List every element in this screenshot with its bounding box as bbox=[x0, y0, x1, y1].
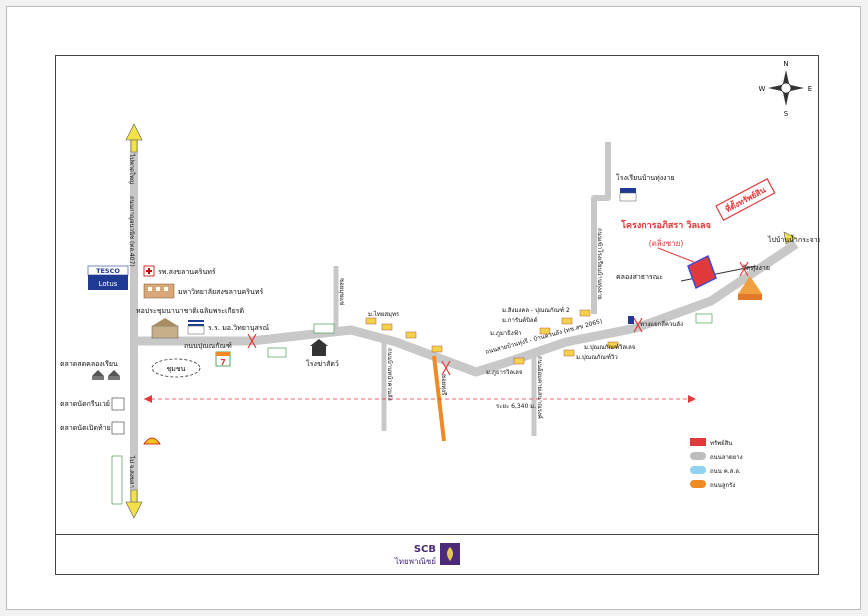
road-label-top: ไปหาดใหญ่ bbox=[128, 153, 136, 184]
convention-label: หอประชุมนานาชาติเฉลิมพระเกียรติ bbox=[136, 307, 244, 315]
school-flag-icon bbox=[187, 320, 205, 335]
main-vertical-road bbox=[130, 136, 138, 506]
university-building-icon bbox=[143, 283, 175, 299]
scb-logo-icon bbox=[440, 543, 460, 565]
map-frame: ที่ตั้งทรัพย์สิน โครงการอภิสรา วิลเลจ (ต… bbox=[55, 55, 822, 535]
university-label: มหาวิทยาลัยสงขลานครินทร์ bbox=[178, 288, 263, 296]
village-kunpras-label: ม.ภูธารวิลเลจ bbox=[486, 369, 522, 376]
market-3-label: ตลาดนัดเปิดท้าย bbox=[60, 424, 111, 432]
slaughterhouse-icon bbox=[310, 339, 328, 356]
temple-icon bbox=[738, 276, 762, 300]
legend: ทรัพย์สิน ถนนลาดยาง ถนน ค.ส.ล. ถนนลูกรัง bbox=[690, 438, 743, 489]
village-punnakan-villa-label: ม.ปุณณกัณฑ์วิลเลจ bbox=[584, 343, 635, 351]
arrow-south-road-icon bbox=[125, 501, 143, 519]
laterite-road bbox=[432, 355, 446, 442]
legend-label-concrete: ถนน ค.ส.ล. bbox=[710, 468, 741, 475]
legend-swatch-laterite bbox=[690, 480, 706, 488]
side-road-5 bbox=[591, 142, 611, 314]
road-label-bottom: ไป จ.สงขลา bbox=[128, 455, 136, 488]
svg-text:Lotus: Lotus bbox=[99, 280, 118, 288]
village-karnkulsit-label: ม.การันต์บิลด์ bbox=[502, 316, 538, 324]
junction-label: ทางแยกสี่ควนลัง bbox=[640, 320, 683, 328]
village-pirom-label: ม.ภูมาธิงฟ้า bbox=[490, 330, 521, 337]
arrow-east-road-icon bbox=[783, 231, 797, 245]
legend-label-asphalt: ถนนลาดยาง bbox=[710, 454, 743, 461]
project-name: โครงการอภิสรา วิลเลจ bbox=[620, 219, 711, 231]
market-1-label: ตลาดสดคลองเรียน bbox=[60, 360, 118, 368]
market-2-icon bbox=[111, 397, 125, 411]
road-cross-marks bbox=[247, 261, 749, 376]
location-map: ที่ตั้งทรัพย์สิน โครงการอภิสรา วิลเลจ (ต… bbox=[60, 60, 822, 519]
school-thung-ngai-icon bbox=[619, 188, 637, 202]
community-label: ชุมชน bbox=[167, 365, 186, 373]
legend-label-laterite: ถนนลูกรัง bbox=[710, 482, 735, 489]
road-label-side-3: ซอยทุ่งรี bbox=[440, 374, 448, 396]
legend-swatch-asphalt bbox=[690, 452, 706, 460]
compass-rose-icon: N S E W bbox=[759, 60, 813, 118]
school-psu-label: ร.ร. มอ.วิทยานุสรณ์ bbox=[208, 324, 270, 332]
village-house-icons bbox=[365, 309, 619, 365]
road-label-side-1: ซอยมุขแข่ bbox=[338, 278, 345, 305]
project-subtitle: (ตลิ่งชาย) bbox=[649, 237, 684, 248]
property-marker bbox=[687, 254, 717, 290]
footer-frame: SCB ไทยพาณิชย์ bbox=[55, 535, 819, 575]
market-1-icon bbox=[92, 370, 120, 380]
school-thung-ngai-label: โรงเรียนบ้านทุ่งงาย bbox=[616, 173, 675, 182]
bank-name: SCB bbox=[414, 544, 436, 555]
market-3-icon bbox=[111, 421, 125, 435]
canal-label: คลองสาธารณะ bbox=[616, 273, 663, 281]
convention-hall-icon bbox=[151, 318, 179, 339]
shell-station-icon bbox=[143, 437, 161, 445]
road-label-side-4: ถนนอ้อมค่ายเสนาณรงค์ bbox=[536, 356, 544, 419]
village-singmongkol-label: ม.สิงมงคล - ปุณณกัณฑ์ 2 bbox=[502, 306, 570, 314]
punnakan-road bbox=[138, 240, 799, 377]
tesco-lotus-logo: TESCO Lotus bbox=[87, 265, 129, 290]
compass-n: N bbox=[783, 60, 788, 68]
gas-station-icon bbox=[628, 316, 634, 324]
svg-text:TESCO: TESCO bbox=[96, 267, 120, 275]
road-label-punnakan: ถนนปุณณกัณฑ์ bbox=[184, 342, 232, 350]
road-label-side-5: ถนนเข้าโรงเรียนบ้านทุ่งงาย bbox=[596, 228, 604, 300]
page: ที่ตั้งทรัพย์สิน โครงการอภิสรา วิลเลจ (ต… bbox=[6, 6, 861, 610]
bank-thai-name: ไทยพาณิชย์ bbox=[394, 556, 436, 566]
community-ellipse bbox=[151, 358, 201, 378]
temple-label: วัดทุ่งงาย bbox=[742, 264, 770, 272]
road-label-side-2: ถนนบ้านหน้าควนลัง bbox=[386, 348, 393, 401]
compass-e: E bbox=[808, 85, 812, 93]
townhouse-icons bbox=[111, 313, 713, 505]
road-label-to-nam-krajai: ไปบ้านน้ำกระจาย bbox=[767, 233, 820, 244]
legend-label-property: ทรัพย์สิน bbox=[710, 439, 732, 447]
arrow-north-road-icon bbox=[125, 123, 143, 141]
village-punnakan-view-label: ม.ปุณณกัณฑ์วิว bbox=[576, 353, 618, 361]
seven-eleven-icon: 7 bbox=[215, 351, 231, 367]
hospital-cross-icon bbox=[143, 265, 155, 277]
svg-text:7: 7 bbox=[220, 358, 226, 367]
hospital-label: รพ.สงขลานครินทร์ bbox=[158, 268, 216, 276]
road-label-main: ถนนกาญจนวนิช (ทล.407) bbox=[128, 196, 135, 267]
slaughterhouse-label: โรงฆ่าสัตว์ bbox=[306, 359, 339, 368]
legend-swatch-concrete bbox=[690, 466, 706, 474]
legend-swatch-property bbox=[690, 438, 706, 446]
footer-logo: SCB ไทยพาณิชย์ bbox=[394, 543, 460, 566]
scale-label: ระยะ 6,340 ม. bbox=[496, 403, 536, 410]
compass-s: S bbox=[784, 110, 789, 118]
village-thai-label: ม.ไทยสมุทร bbox=[368, 310, 400, 318]
property-label-box: ที่ตั้งทรัพย์สิน bbox=[715, 177, 776, 221]
compass-w: W bbox=[759, 85, 766, 93]
market-2-label: ตลาดนัดกรีนเวย์ bbox=[60, 400, 110, 408]
